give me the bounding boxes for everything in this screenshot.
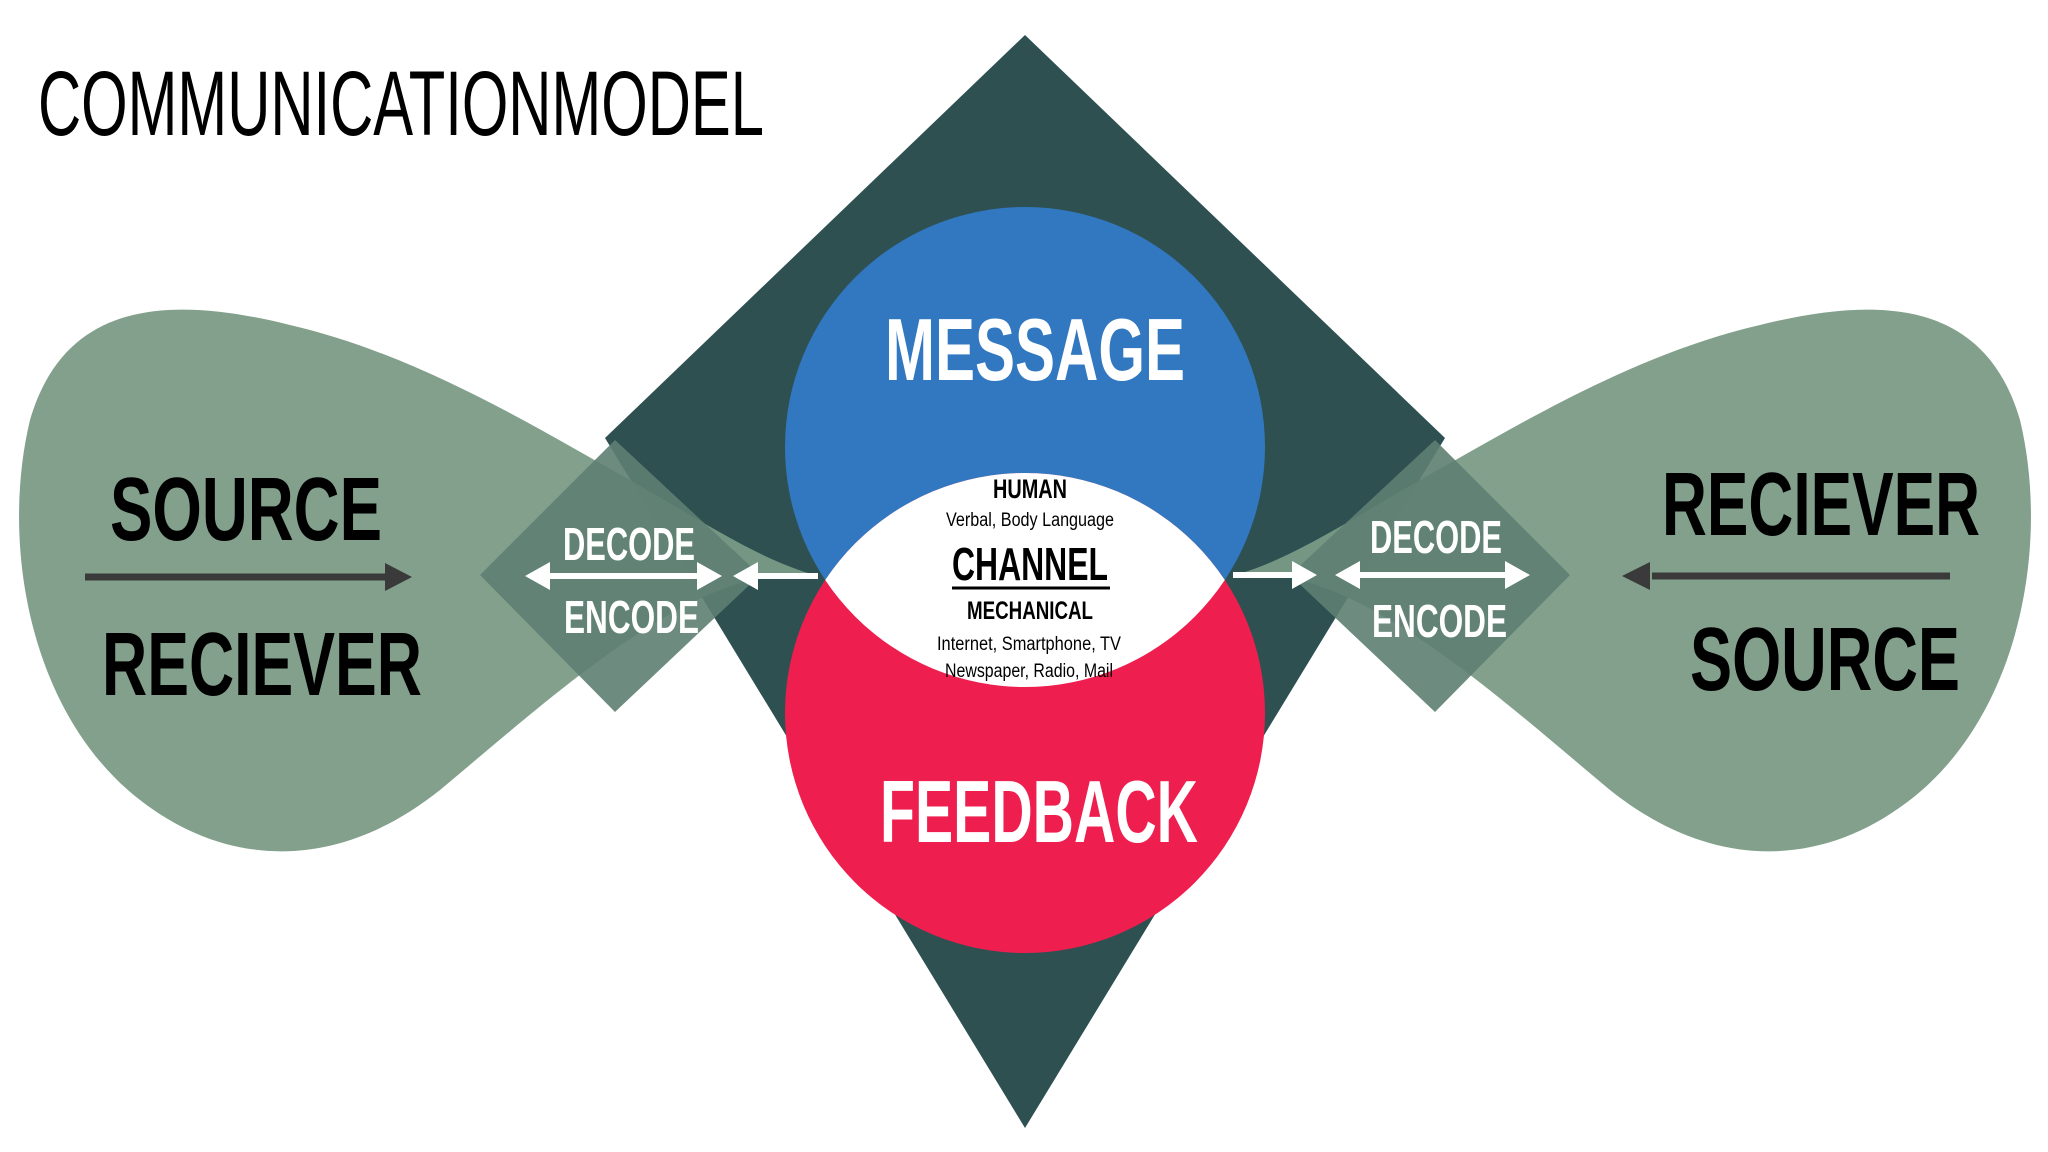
lens-to-left-arrow-head — [733, 562, 758, 590]
right-lobe-bottom-label: SOURCE — [1690, 610, 1960, 710]
left-lobe — [19, 309, 816, 852]
channel-label: CHANNEL — [952, 538, 1108, 590]
page-title: COMMUNICATIONMODEL — [38, 53, 764, 155]
left-lobe-bottom-label: RECIEVER — [102, 615, 422, 715]
left-encode-label: ENCODE — [564, 591, 699, 643]
channel-human-heading: HUMAN — [993, 474, 1067, 504]
channel-lens — [785, 473, 1265, 687]
channel-mechanical-line2: Newspaper, Radio, Mail — [945, 661, 1113, 682]
left-codec-arrow-head-right — [697, 562, 722, 590]
right-lobe-top-label: RECIEVER — [1662, 455, 1980, 555]
channel-mechanical-heading: MECHANICAL — [967, 597, 1093, 625]
message-label: MESSAGE — [885, 300, 1185, 399]
right-codec-arrow-head-right — [1505, 561, 1530, 589]
feedback-label: FEEDBACK — [880, 762, 1198, 861]
left-flow-arrow-head — [385, 563, 412, 591]
left-lobe-top-label: SOURCE — [110, 460, 382, 560]
left-codec-arrow-head-left — [525, 562, 550, 590]
right-codec-arrow-head-left — [1335, 561, 1360, 589]
left-decode-label: DECODE — [563, 518, 695, 570]
right-encode-label: ENCODE — [1372, 595, 1507, 647]
lens-to-right-arrow-head — [1292, 561, 1317, 589]
channel-mechanical-line1: Internet, Smartphone, TV — [937, 634, 1121, 655]
channel-human-detail: Verbal, Body Language — [946, 510, 1114, 531]
right-flow-arrow-head — [1622, 562, 1650, 590]
right-decode-label: DECODE — [1370, 511, 1502, 563]
